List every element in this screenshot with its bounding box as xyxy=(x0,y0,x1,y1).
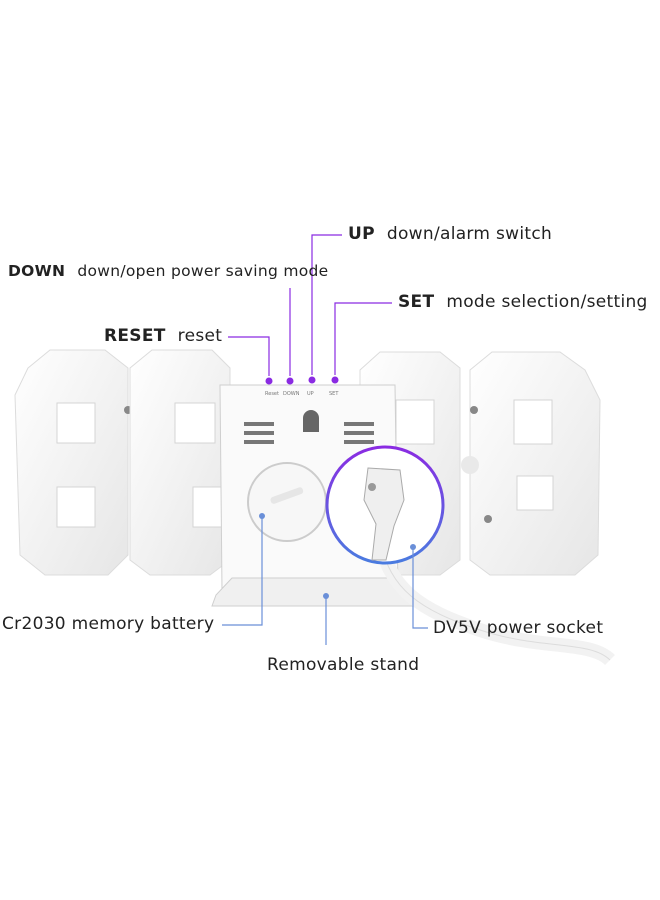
dc-plug xyxy=(363,467,405,561)
set-key: SET xyxy=(398,292,435,312)
button-mark-reset: Reset xyxy=(265,391,279,397)
socket-label: DV5V power socket xyxy=(433,618,604,638)
button-mark-up: UP xyxy=(307,391,314,397)
set-label: SET mode selection/setting xyxy=(398,292,648,312)
up-label: UP down/alarm switch xyxy=(348,224,552,244)
reset-desc: reset xyxy=(177,326,223,346)
reset-label: RESET reset xyxy=(104,326,222,346)
set-callout-line xyxy=(334,302,392,375)
reset-key: RESET xyxy=(104,326,166,346)
up-key: UP xyxy=(348,224,375,244)
set-desc: mode selection/setting xyxy=(446,292,648,312)
removable-stand xyxy=(211,577,421,607)
up-callout-line xyxy=(311,234,342,375)
down-desc: down/open power saving mode xyxy=(77,262,329,280)
battery-label: Cr2030 memory battery xyxy=(2,614,215,634)
up-desc: down/alarm switch xyxy=(386,224,553,244)
stand-label: Removable stand xyxy=(267,655,420,675)
top-buttons: Reset DOWN UP SET xyxy=(265,376,339,397)
down-key: DOWN xyxy=(8,262,66,280)
battery-cover xyxy=(247,462,327,542)
battery-callout-line xyxy=(222,516,263,626)
button-mark-down: DOWN xyxy=(283,391,300,397)
socket-callout-line xyxy=(412,547,428,629)
button-mark-set: SET xyxy=(329,391,339,397)
down-label: DOWN down/open power saving mode xyxy=(8,262,329,280)
left-digit-block xyxy=(14,349,159,576)
reset-callout-line xyxy=(228,336,270,376)
second-digit-block xyxy=(129,349,234,576)
